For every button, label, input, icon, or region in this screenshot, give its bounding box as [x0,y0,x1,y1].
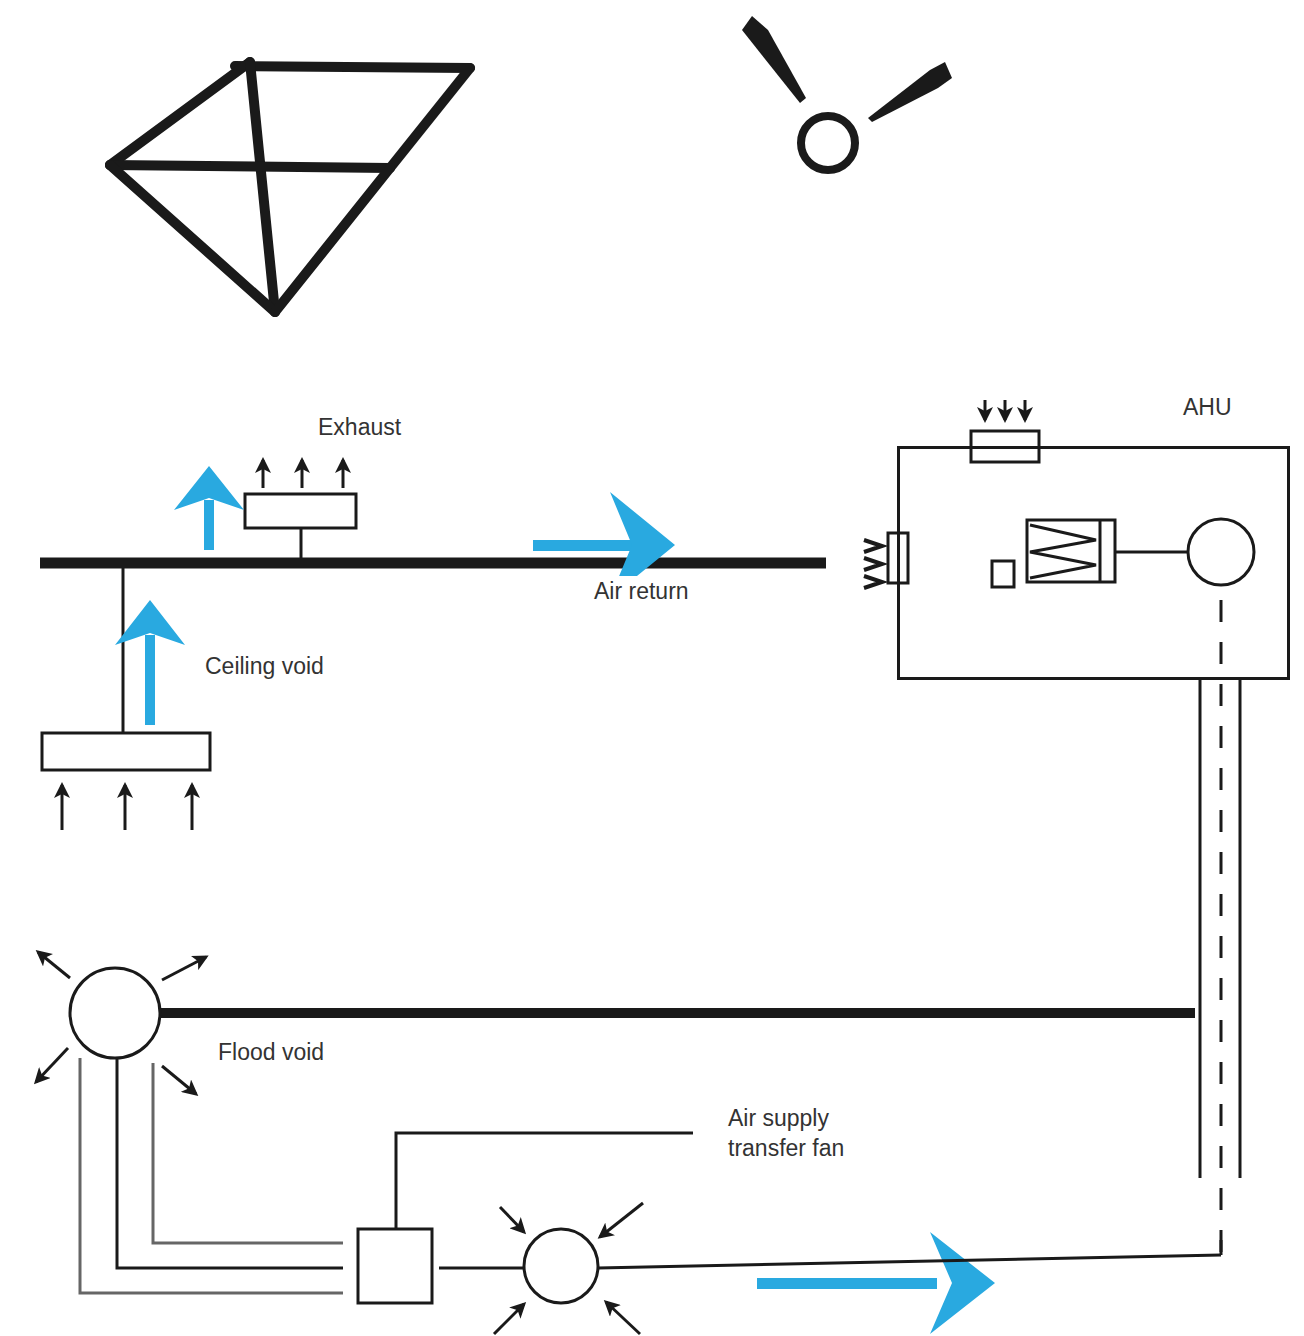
ahu-components [864,400,1254,588]
transfer-fan [80,1058,693,1334]
flood-void [36,952,1195,1094]
space-label: Flood void [218,1037,324,1067]
fan-label: Air supply transfer fan [728,1103,878,1163]
return-grille [42,563,210,830]
icon [742,16,952,170]
air-handling-unit: AHU [897,446,1290,680]
node-title: AHU [1183,392,1232,422]
flow-arrows [115,466,995,1334]
space-label: Ceiling void [205,651,324,681]
exhaust-grille [245,460,356,560]
supply-riser [598,600,1240,1268]
duct-label: Air return [592,576,691,606]
return-duct [40,558,826,569]
sketch-diamond [110,62,470,312]
exhaust-label: Exhaust [318,412,401,442]
